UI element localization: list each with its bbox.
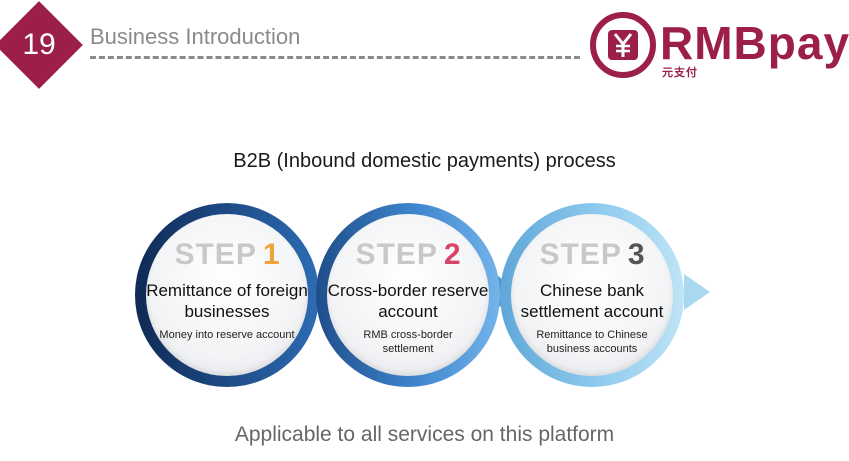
step-title: Chinese bank settlement account xyxy=(520,281,664,321)
step-label: STEP xyxy=(174,238,257,271)
dashed-divider xyxy=(90,56,580,59)
step-description: RMB cross-border settlement xyxy=(363,329,453,355)
slide-number: 19 xyxy=(22,28,56,61)
step-2-circle: STEP 2 Cross-border reserve account RMB … xyxy=(316,203,500,387)
step-description: Money into reserve account xyxy=(159,329,295,341)
arrow-right-icon xyxy=(684,274,710,310)
process-title: B2B (Inbound domestic payments) process xyxy=(233,150,616,172)
step-1-circle: STEP 1 Remittance of foreign businesses … xyxy=(135,203,319,387)
step-description: Remittance to Chinese business accounts xyxy=(536,329,648,355)
rmbpay-logo-icon xyxy=(590,12,656,78)
step-title: Cross-border reserve account xyxy=(327,281,489,321)
rmbpay-logo: RMBpay 元支付 xyxy=(590,12,849,79)
step-title: Remittance of foreign businesses xyxy=(146,281,308,321)
step-label: STEP xyxy=(355,238,438,271)
section-title: Business Introduction xyxy=(90,24,301,49)
step-3-circle: STEP 3 Chinese bank settlement account R… xyxy=(500,203,684,387)
step-label: STEP xyxy=(539,238,622,271)
step-number: 2 xyxy=(443,238,461,271)
footer-note: Applicable to all services on this platf… xyxy=(234,423,615,446)
step-number: 3 xyxy=(627,238,645,271)
step-number: 1 xyxy=(262,238,280,271)
logo-subtext: 元支付 xyxy=(662,66,698,79)
logo-wordmark: RMBpay xyxy=(660,17,849,69)
